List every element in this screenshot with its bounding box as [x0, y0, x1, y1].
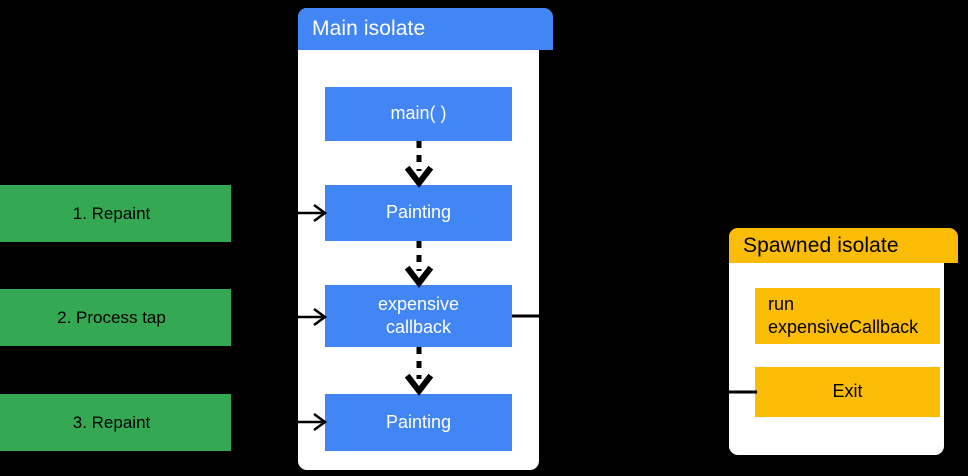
- arrow-step3-to-painting: [270, 412, 328, 432]
- node-run-expensive-callback-line2: expensiveCallback: [768, 317, 919, 337]
- step-label-repaint-1: 1. Repaint: [0, 185, 231, 242]
- node-main: main( ): [325, 87, 512, 141]
- spawned-isolate-title: Spawned isolate: [743, 233, 899, 257]
- spawned-isolate-header: Spawned isolate: [729, 228, 958, 263]
- node-painting-1: Painting: [325, 185, 512, 241]
- node-expensive-callback: expensive callback: [325, 285, 512, 347]
- step-label-process-tap: 2. Process tap: [0, 289, 231, 346]
- node-expensive-callback-line1: expensive: [377, 293, 460, 314]
- node-exit-label: Exit: [832, 381, 863, 402]
- node-run-expensive-callback: run expensiveCallback: [755, 288, 940, 344]
- step-label-text: 2. Process tap: [57, 307, 166, 327]
- step-label-repaint-3: 3. Repaint: [0, 394, 231, 451]
- main-isolate-header: Main isolate: [298, 8, 553, 50]
- node-painting-1-label: Painting: [385, 202, 452, 223]
- node-main-label: main( ): [390, 103, 447, 124]
- node-run-expensive-callback-line1: run: [768, 293, 795, 314]
- node-expensive-callback-line2: callback: [385, 317, 452, 337]
- arrow-expensive-callback-to-painting: [404, 347, 434, 396]
- step-label-text: 3. Repaint: [72, 412, 151, 432]
- node-exit: Exit: [755, 367, 940, 417]
- arrow-painting-to-expensive-callback: [404, 241, 434, 288]
- node-painting-2: Painting: [325, 394, 512, 451]
- arrow-step1-to-painting: [270, 203, 328, 223]
- connector-spawn-exit-return: [729, 388, 757, 396]
- connector-expensive-callback-to-spawn: [512, 312, 540, 320]
- main-isolate-title: Main isolate: [312, 17, 426, 40]
- arrow-step2-to-expensive-callback: [270, 307, 328, 327]
- step-label-text: 1. Repaint: [72, 203, 151, 223]
- arrow-main-to-painting: [404, 141, 434, 188]
- node-painting-2-label: Painting: [385, 411, 452, 432]
